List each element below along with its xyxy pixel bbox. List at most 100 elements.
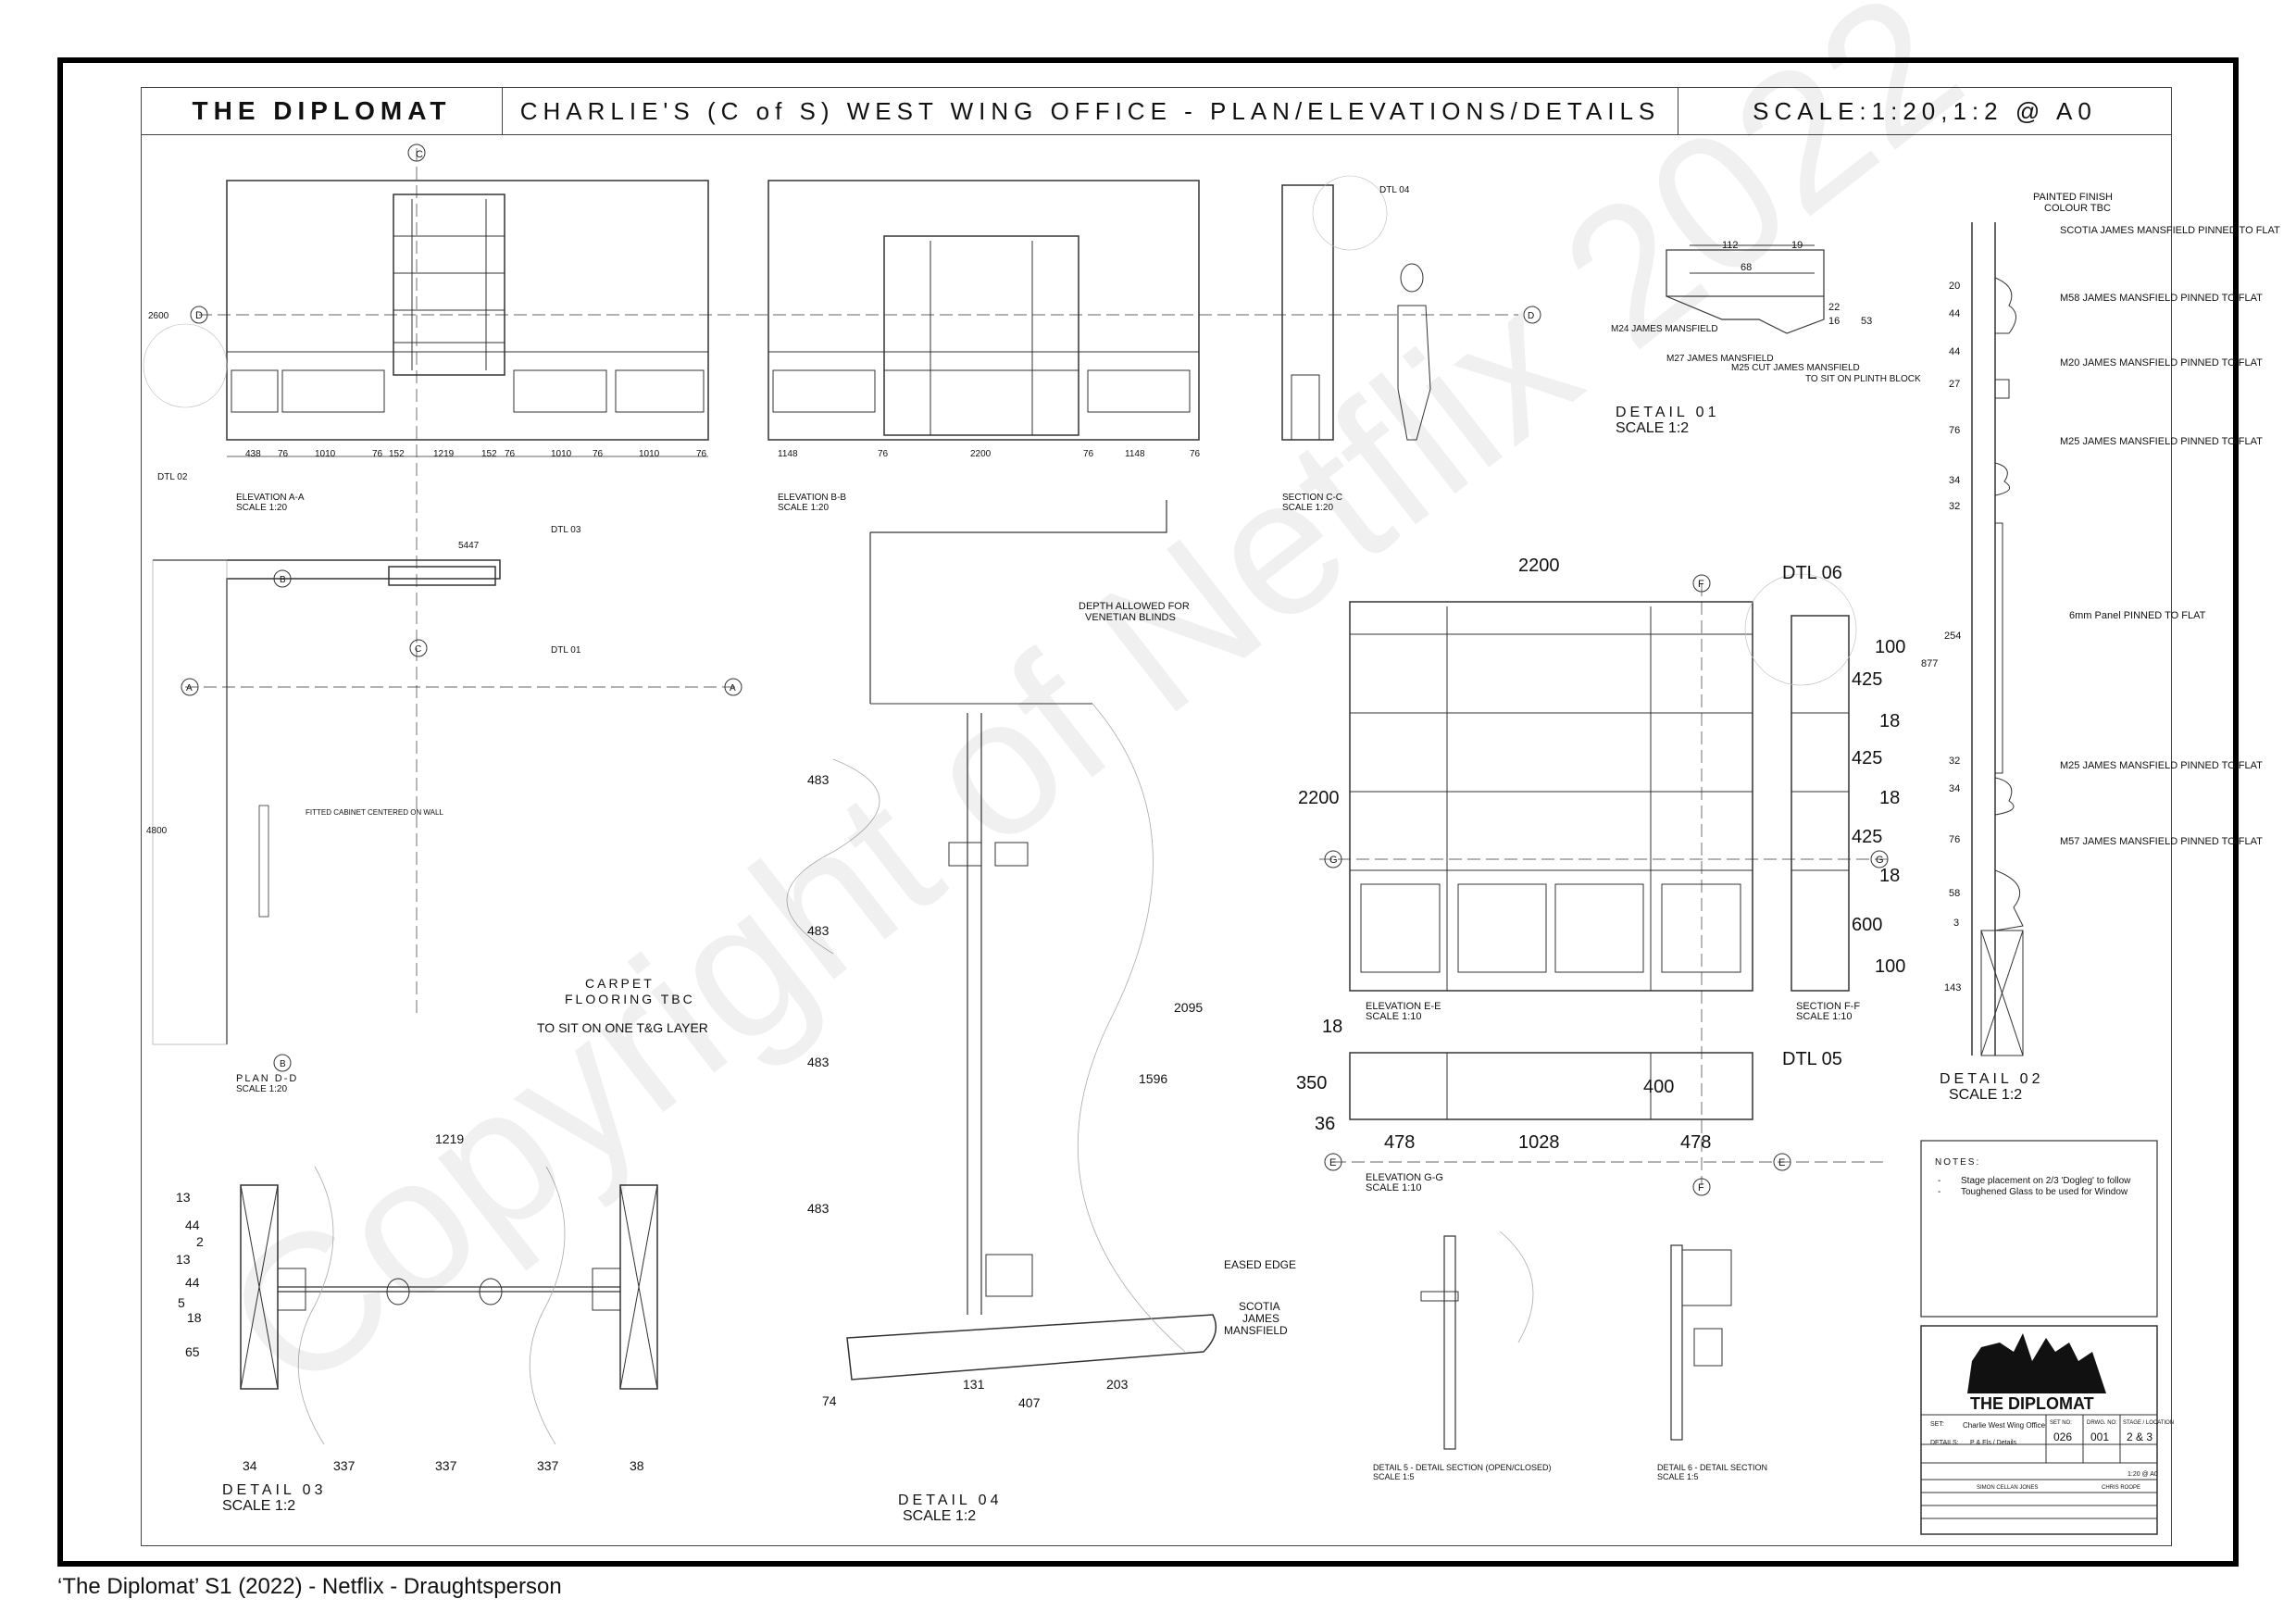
notes-box — [1920, 1140, 2158, 1318]
detail-01 — [1666, 244, 1825, 334]
d04-203: 203 — [1106, 1377, 1129, 1392]
ff-2: 425 — [1852, 669, 1882, 690]
section-cc-title: SECTION C-C — [1282, 493, 1342, 503]
d04-blinds-1: DEPTH ALLOWED FOR — [1079, 601, 1190, 612]
tb-set-label: SET: — [1930, 1421, 1944, 1428]
d04-407: 407 — [1018, 1395, 1041, 1410]
dim-aa-1: 438 — [245, 449, 261, 459]
d03-b3: 337 — [435, 1458, 457, 1473]
d04-eased: EASED EDGE — [1224, 1258, 1296, 1271]
project-title: THE DIPLOMAT — [142, 88, 503, 134]
d03-b4: 337 — [537, 1458, 559, 1473]
elevation-bb — [767, 180, 1200, 441]
d03-l1: 13 — [176, 1190, 191, 1205]
ff-title: SECTION F-F — [1796, 1001, 1860, 1012]
detail-04 — [786, 500, 1217, 1380]
d03-l4: 13 — [176, 1252, 191, 1267]
elevation-aa — [143, 144, 1518, 1018]
d04-blinds-2: VENETIAN BLINDS — [1085, 612, 1176, 623]
d01-112: 112 — [1722, 240, 1739, 251]
tb-designer: SIMON CELLAN JONES — [1977, 1485, 2038, 1491]
detail-6 — [1670, 1244, 1732, 1441]
d04-74: 74 — [822, 1393, 837, 1408]
grid-g-right: G — [1876, 855, 1884, 866]
d01-68: 68 — [1741, 262, 1752, 273]
tb-details-label: DETAILS: — [1930, 1440, 1959, 1446]
caption: ‘The Diplomat’ S1 (2022) - Netflix - Dra… — [57, 1574, 562, 1599]
d02-l6: M25 JAMES MANSFIELD PINNED TO FLAT — [2060, 760, 2263, 771]
d5-scale: SCALE 1:5 — [1373, 1472, 1415, 1481]
tb-setno: 026 — [2053, 1430, 2072, 1443]
elev-bb-scale: SCALE 1:20 — [778, 503, 829, 513]
gg-400: 400 — [1643, 1077, 1674, 1097]
ff-6: 425 — [1852, 827, 1882, 847]
elev-aa-height: 2600 — [148, 311, 169, 321]
d01-scale: SCALE 1:2 — [1616, 420, 1689, 436]
d02-34b: 34 — [1949, 783, 1960, 794]
d01-title: DETAIL 01 — [1616, 405, 1719, 420]
plan-left-dim: 4800 — [146, 826, 168, 836]
notes-dash-2: - — [1938, 1187, 1940, 1197]
title-bar: THE DIPLOMAT CHARLIE'S (C of S) WEST WIN… — [142, 88, 2171, 135]
d03-scale: SCALE 1:2 — [222, 1498, 295, 1514]
d02-l1: SCOTIA JAMES MANSFIELD PINNED TO FLAT — [2060, 225, 2280, 236]
d03-b1: 34 — [243, 1458, 257, 1473]
d01-22: 22 — [1828, 302, 1840, 313]
d02-143: 143 — [1944, 982, 1961, 993]
grid-b-bot: B — [280, 1059, 286, 1069]
gg-scale: SCALE 1:10 — [1366, 1182, 1422, 1193]
gg-478a: 478 — [1384, 1132, 1415, 1153]
ee-width: 2200 — [1518, 556, 1560, 576]
d02-l2: M58 JAMES MANSFIELD PINNED TO FLAT — [2060, 293, 2263, 304]
ff-9: 100 — [1875, 956, 1905, 977]
drawing-sheet: THE DIPLOMAT CHARLIE'S (C of S) WEST WIN… — [141, 87, 2172, 1546]
ee-height: 2200 — [1298, 788, 1340, 808]
detail-03 — [240, 1166, 658, 1445]
plan-carpet-2: FLOORING TBC — [565, 992, 695, 1006]
d02-l3: M20 JAMES MANSFIELD PINNED TO FLAT — [2060, 357, 2263, 369]
tag-dtl04: DTL 04 — [1379, 185, 1410, 195]
d02-l4: M25 JAMES MANSFIELD PINNED TO FLAT — [2060, 436, 2263, 447]
ff-4: 425 — [1852, 748, 1882, 768]
d03-l5: 44 — [185, 1275, 200, 1290]
dim-bb-6: 76 — [1190, 449, 1201, 459]
elevation-gg — [1324, 1052, 1889, 1171]
elev-aa-title: ELEVATION A-A — [236, 493, 305, 503]
plan-top-dim: 5447 — [458, 541, 480, 551]
d01-19: 19 — [1791, 240, 1803, 251]
notes-heading: NOTES: — [1935, 1157, 1980, 1168]
section-cc-scale: SCALE 1:20 — [1282, 503, 1333, 513]
grid-d-left: D — [195, 310, 203, 321]
dim-aa-11: 1010 — [639, 449, 660, 459]
d03-b2: 337 — [333, 1458, 356, 1473]
d03-l2: 44 — [185, 1218, 200, 1232]
d04-scale: SCALE 1:2 — [903, 1508, 976, 1524]
drawing-title: CHARLIE'S (C of S) WEST WING OFFICE - PL… — [503, 88, 1678, 134]
tb-set: Charlie West Wing Office — [1963, 1421, 2046, 1430]
d02-l5: 6mm Panel PINNED TO FLAT — [2069, 610, 2206, 621]
detail-02 — [1971, 222, 2024, 1056]
gg-title: ELEVATION G-G — [1366, 1172, 1443, 1183]
d02-44b: 44 — [1949, 346, 1960, 357]
section-ff — [1744, 573, 1857, 992]
d01-m24: M24 JAMES MANSFIELD — [1611, 324, 1718, 334]
d03-l7: 18 — [187, 1310, 202, 1325]
tb-stage: 2 & 3 — [2127, 1430, 2152, 1443]
dim-aa-10: 76 — [593, 449, 604, 459]
d01-53: 53 — [1861, 316, 1872, 327]
tb-drwg: 001 — [2090, 1430, 2109, 1443]
section-cc — [1281, 175, 1541, 441]
d01-16: 16 — [1828, 316, 1840, 327]
d04-483d: 483 — [807, 1201, 830, 1216]
d02-3: 3 — [1953, 918, 1959, 929]
grid-e-left: E — [1329, 1157, 1336, 1168]
plan-fitted: FITTED CABINET CENTERED ON WALL — [306, 808, 443, 817]
d01-plinth: TO SIT ON PLINTH BLOCK — [1805, 374, 1921, 384]
d04-483b: 483 — [807, 923, 830, 938]
d02-l7: M57 JAMES MANSFIELD PINNED TO FLAT — [2060, 836, 2263, 847]
d02-27: 27 — [1949, 379, 1960, 390]
d02-painted-1: PAINTED FINISH — [2033, 192, 2113, 203]
dim-bb-1: 1148 — [778, 449, 798, 459]
d04-131: 131 — [963, 1377, 985, 1392]
